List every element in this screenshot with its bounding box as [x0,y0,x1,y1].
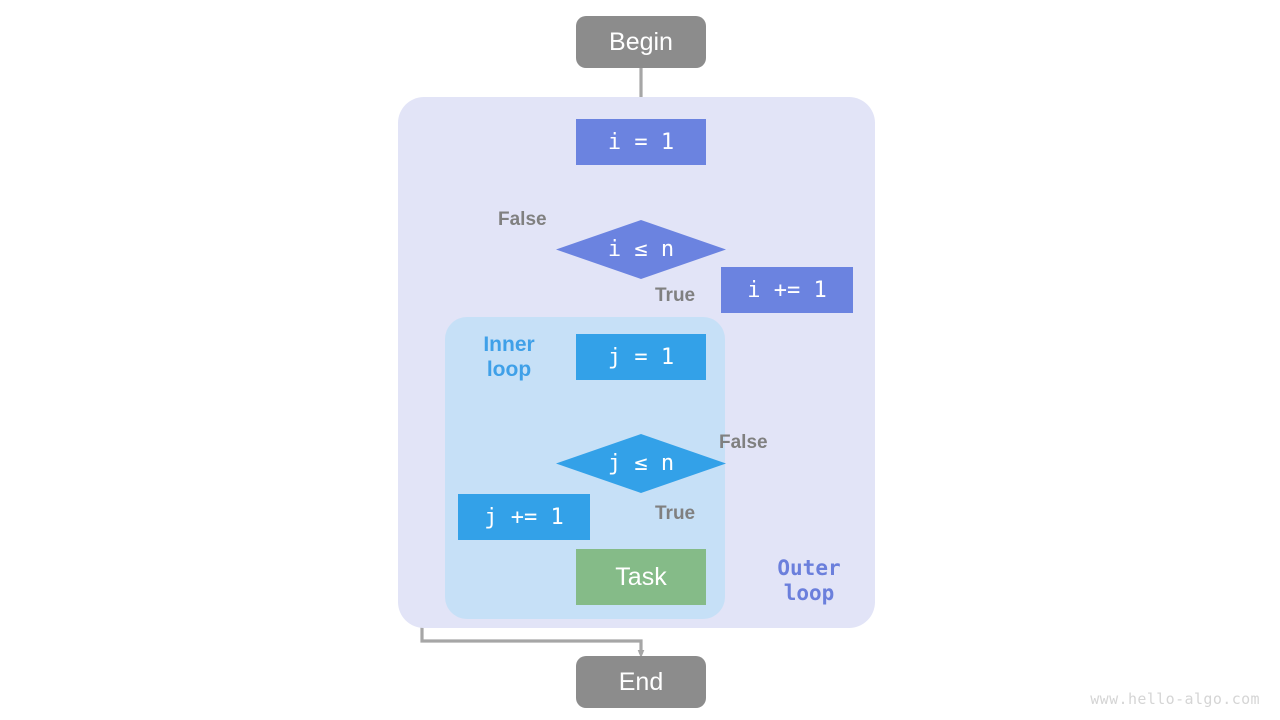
node-task[interactable]: Task [576,549,706,605]
edge-label-j-true: True [655,503,696,524]
edge-label-i-true: True [655,285,696,306]
node-begin[interactable]: Begin [576,16,706,68]
edge-label-i-false: False [498,209,547,230]
inner-loop-caption: Inner loop [483,333,535,381]
node-end[interactable]: End [576,656,706,708]
watermark: www.hello-algo.com [1090,690,1260,708]
edge-label-j-false: False [719,432,768,453]
node-i-increment[interactable]: i += 1 [721,267,853,313]
outer-loop-caption: Outer loop [777,556,841,605]
node-j-increment[interactable]: j += 1 [458,494,590,540]
node-i-init[interactable]: i = 1 [576,119,706,165]
node-j-init[interactable]: j = 1 [576,334,706,380]
